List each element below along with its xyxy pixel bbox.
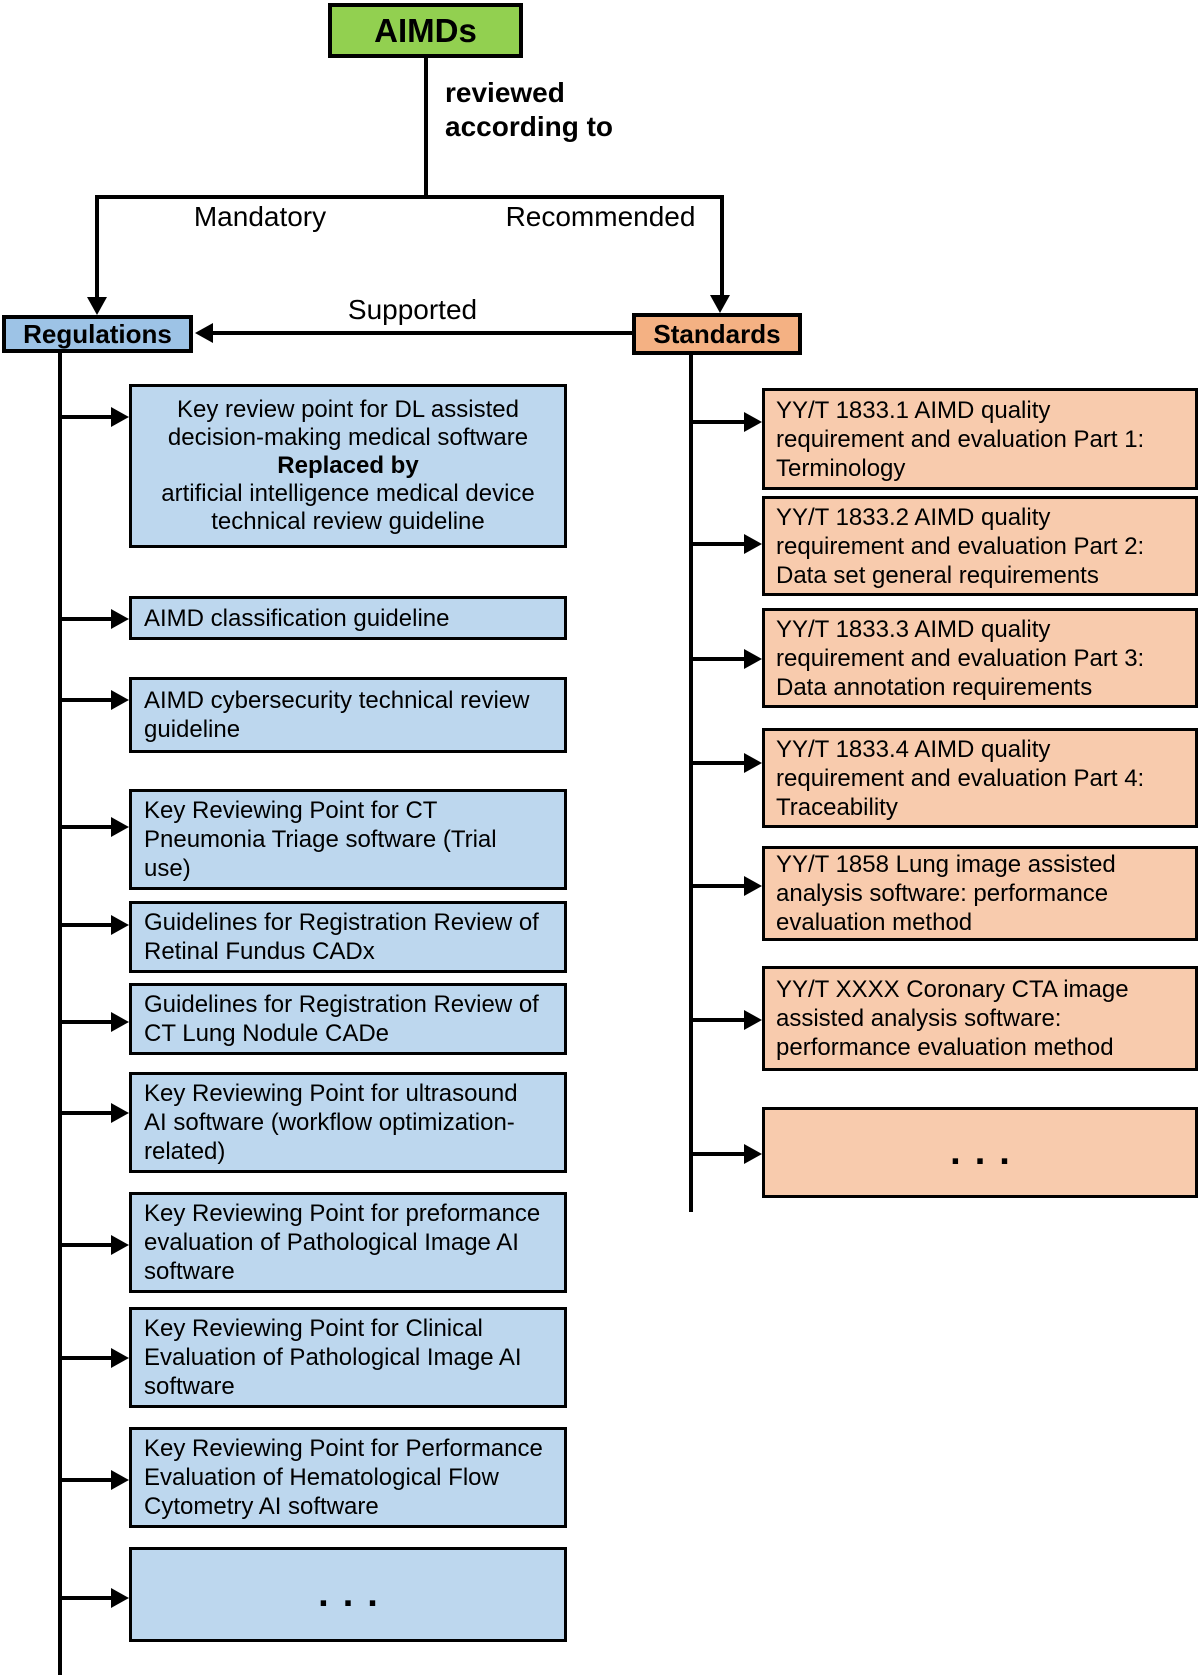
regulation-box-text: Key review point for DL assisted decisio… — [167, 396, 529, 451]
branch-line — [58, 1478, 111, 1482]
regulation-box: Key Reviewing Point for CT Pneumonia Tri… — [129, 789, 567, 890]
connector-supported — [213, 331, 638, 335]
branch-arrowhead — [744, 534, 762, 554]
regulation-box-text: Key Reviewing Point for ultrasound AI so… — [144, 1080, 518, 1165]
branch-line — [689, 657, 744, 661]
branch-line — [58, 415, 111, 419]
branch-line — [58, 1596, 111, 1600]
regulation-box-text: Key Reviewing Point for Clinical Evaluat… — [144, 1315, 522, 1400]
branch-line — [689, 1018, 744, 1022]
branch-arrowhead — [111, 915, 129, 935]
branch-arrowhead — [744, 1010, 762, 1030]
branch-arrowhead — [744, 753, 762, 773]
regulation-box-text: Key Reviewing Point for Performance Eval… — [144, 1435, 543, 1520]
branch-line — [58, 825, 111, 829]
standard-box-text: YY/T 1833.4 AIMD quality requirement and… — [776, 735, 1145, 821]
branch-line — [689, 420, 744, 424]
regulation-box-text: Key Reviewing Point for CT Pneumonia Tri… — [144, 797, 497, 882]
standard-box-ellipsis: ... — [762, 1107, 1198, 1198]
regulation-box-replaced: Key review point for DL assisted decisio… — [129, 384, 567, 548]
standard-box-text: YY/T 1833.3 AIMD quality requirement and… — [776, 615, 1145, 701]
regulation-box: Key Reviewing Point for Performance Eval… — [129, 1427, 567, 1528]
regulation-box: Guidelines for Registration Review of CT… — [129, 983, 567, 1055]
branch-arrowhead — [111, 1103, 129, 1123]
regulation-box: AIMD classification guideline — [129, 596, 567, 640]
regulation-box-text: Key Reviewing Point for preformance eval… — [144, 1200, 541, 1285]
branch-line — [58, 617, 111, 621]
connector-mandatory-drop — [95, 195, 99, 299]
branch-line — [689, 884, 744, 888]
branch-arrowhead — [744, 1144, 762, 1164]
arrowhead-into-standards — [710, 295, 730, 313]
standard-box: YY/T 1833.3 AIMD quality requirement and… — [762, 608, 1198, 708]
regulations-header: Regulations — [2, 315, 193, 353]
branch-line — [689, 542, 744, 546]
regulation-box-text: artificial intelligence medical device t… — [161, 480, 535, 535]
connector-root-stem — [424, 58, 428, 197]
regulation-box: AIMD cybersecurity technical review guid… — [129, 677, 567, 753]
branch-line — [58, 923, 111, 927]
standard-box: YY/T 1858 Lung image assisted analysis s… — [762, 846, 1198, 941]
edge-label-reviewed-according-to: reviewed according to — [445, 77, 614, 142]
branch-arrowhead — [111, 690, 129, 710]
standard-box-text: YY/T 1833.2 AIMD quality requirement and… — [776, 503, 1145, 589]
ellipsis-text: ... — [318, 1573, 392, 1615]
aimds-root-node: AIMDs — [328, 3, 523, 58]
regulation-box: Key Reviewing Point for Clinical Evaluat… — [129, 1307, 567, 1408]
connector-split-bar — [95, 195, 724, 199]
branch-arrowhead — [111, 1470, 129, 1490]
branch-arrowhead — [111, 817, 129, 837]
branch-line — [58, 1020, 111, 1024]
ellipsis-text: ... — [950, 1131, 1024, 1173]
standards-header: Standards — [632, 313, 802, 355]
branch-arrowhead — [111, 609, 129, 629]
branch-arrowhead — [111, 1348, 129, 1368]
branch-arrowhead — [744, 649, 762, 669]
branch-arrowhead — [111, 1235, 129, 1255]
standard-box: YY/T 1833.1 AIMD quality requirement and… — [762, 388, 1198, 490]
branch-arrowhead — [111, 407, 129, 427]
edge-label-mandatory: Mandatory — [193, 201, 327, 232]
regulation-box-text: AIMD cybersecurity technical review guid… — [144, 687, 530, 743]
standard-box-text: YY/T 1858 Lung image assisted analysis s… — [776, 851, 1116, 936]
arrowhead-into-regulations — [87, 297, 107, 315]
branch-line — [58, 1356, 111, 1360]
branch-line — [689, 1152, 744, 1156]
standard-box: YY/T 1833.2 AIMD quality requirement and… — [762, 496, 1198, 596]
regulation-box-text: Guidelines for Registration Review of CT… — [144, 991, 539, 1047]
branch-arrowhead — [111, 1012, 129, 1032]
edge-label-recommended: Recommended — [505, 201, 696, 232]
branch-line — [689, 761, 744, 765]
branch-arrowhead — [744, 412, 762, 432]
regulation-box: Guidelines for Registration Review of Re… — [129, 901, 567, 973]
edge-label-supported: Supported — [347, 294, 478, 325]
regulation-box: Key Reviewing Point for ultrasound AI so… — [129, 1072, 567, 1173]
standard-box: YY/T 1833.4 AIMD quality requirement and… — [762, 728, 1198, 828]
branch-arrowhead — [744, 876, 762, 896]
regulation-box: Key Reviewing Point for preformance eval… — [129, 1192, 567, 1293]
regulation-box-text: Guidelines for Registration Review of Re… — [144, 909, 539, 965]
branch-line — [58, 1243, 111, 1247]
arrowhead-supported-left — [195, 323, 213, 343]
branch-line — [58, 1111, 111, 1115]
standard-box-text: YY/T 1833.1 AIMD quality requirement and… — [776, 396, 1145, 482]
branch-arrowhead — [111, 1588, 129, 1608]
regulation-box-text: AIMD classification guideline — [144, 604, 450, 632]
regulations-trunk-line — [58, 353, 62, 1675]
standards-trunk-line — [689, 355, 693, 1212]
replaced-by-emphasis: Replaced by — [277, 452, 419, 479]
regulation-box-ellipsis: ... — [129, 1547, 567, 1642]
standard-box: YY/T XXXX Coronary CTA image assisted an… — [762, 966, 1198, 1071]
standard-box-text: YY/T XXXX Coronary CTA image assisted an… — [776, 976, 1129, 1061]
branch-line — [58, 698, 111, 702]
connector-recommended-drop — [720, 195, 724, 295]
